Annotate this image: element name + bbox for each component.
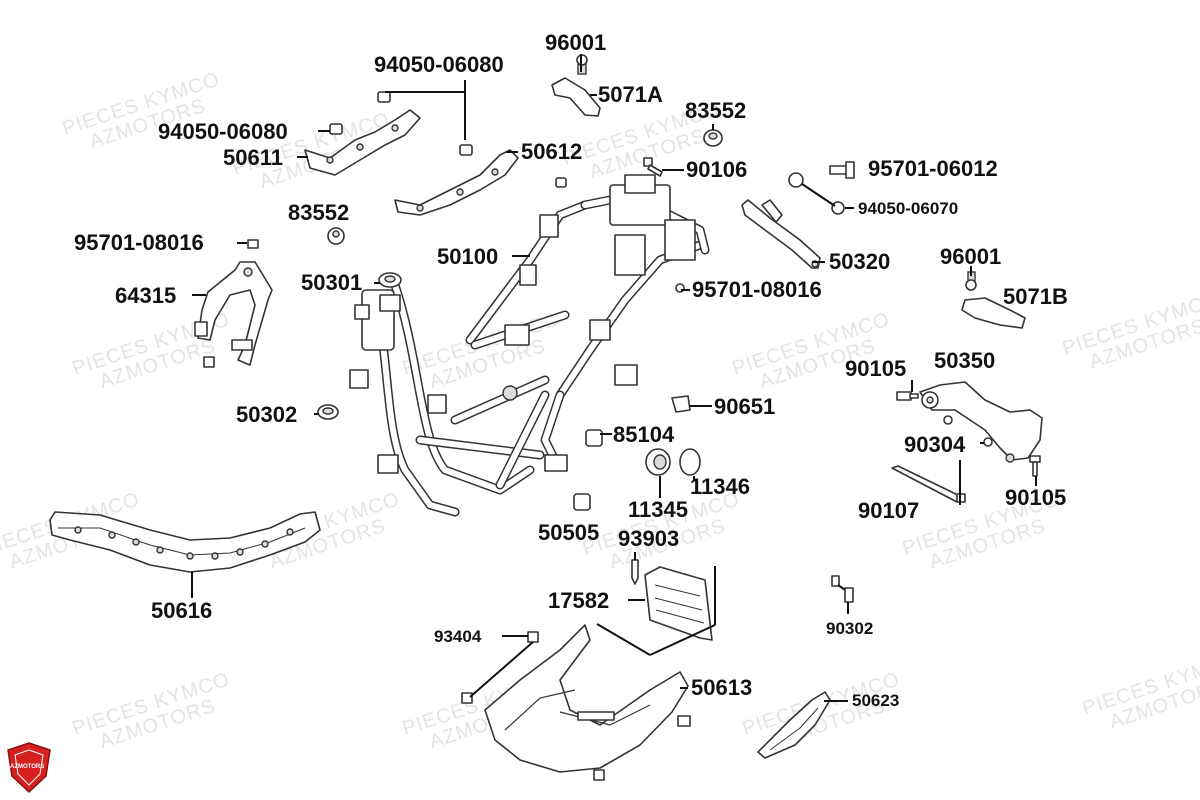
label-93404: 93404 xyxy=(434,627,482,646)
label-5071B: 5071B xyxy=(1003,284,1068,309)
label-50100: 50100 xyxy=(437,244,499,269)
label-50302: 50302 xyxy=(236,402,298,427)
label-95701-08016: 95701-08016 xyxy=(692,277,822,302)
clip-90651 xyxy=(671,395,691,413)
bolt-95701-08016 xyxy=(247,239,259,249)
nut-94050-06070 xyxy=(788,172,804,188)
label-90302: 90302 xyxy=(826,619,874,638)
bolt-90105-top xyxy=(896,391,919,401)
bracket-50611 xyxy=(304,109,421,176)
label-50505: 50505 xyxy=(538,520,600,545)
bracket-64315 xyxy=(194,261,273,368)
nut-90304 xyxy=(943,415,953,425)
part-50505 xyxy=(573,493,591,511)
bolt-90105-bottom xyxy=(1029,455,1041,477)
part-85104 xyxy=(585,429,603,447)
grommet-hole xyxy=(708,132,718,140)
nut-94050-06080 xyxy=(329,123,343,135)
label-83552: 83552 xyxy=(288,200,350,225)
label-64315: 64315 xyxy=(115,283,177,308)
label-50350: 50350 xyxy=(934,348,996,373)
grommet-hole xyxy=(332,230,340,238)
bracket-50320 xyxy=(741,199,821,269)
ring-11346 xyxy=(679,448,701,476)
cover-50613 xyxy=(484,624,691,781)
part-11345-center xyxy=(653,454,667,470)
nut xyxy=(555,177,567,188)
label-50623: 50623 xyxy=(852,691,900,710)
screw-93404 xyxy=(527,631,539,643)
label-50611: 50611 xyxy=(223,145,283,170)
logo-text: AZMOTORS xyxy=(10,764,45,770)
washer-94050-06070 xyxy=(831,201,845,215)
label-90105: 90105 xyxy=(1005,485,1067,510)
label-90304: 90304 xyxy=(904,432,966,457)
label-90651: 90651 xyxy=(714,394,776,419)
main-frame-50100 xyxy=(349,174,710,517)
nut-90304 xyxy=(983,437,993,447)
screw-93903 xyxy=(631,559,639,585)
screw-93404 xyxy=(461,692,473,704)
label-94050-06070: 94050-06070 xyxy=(858,199,959,218)
label-50616: 50616 xyxy=(151,598,213,623)
nut-94050-06080 xyxy=(459,144,473,156)
bushing-hole xyxy=(384,275,396,283)
label-90106: 90106 xyxy=(686,157,748,182)
label-11345: 11345 xyxy=(628,497,688,522)
label-50320: 50320 xyxy=(829,249,891,274)
label-95701-06012: 95701-06012 xyxy=(868,156,998,181)
nut-94050-06080 xyxy=(377,91,391,103)
bracket-50350 xyxy=(919,381,1043,463)
label-11346: 11346 xyxy=(690,474,750,499)
bracket-50612 xyxy=(394,149,519,216)
part-90302 xyxy=(831,575,854,603)
label-94050-06080: 94050-06080 xyxy=(158,119,288,144)
step-5071B xyxy=(961,271,1026,329)
cover-50623 xyxy=(757,691,831,759)
bar-50616 xyxy=(49,511,321,573)
label-50612: 50612 xyxy=(521,139,583,164)
label-95701-08016: 95701-08016 xyxy=(74,230,204,255)
label-93903: 93903 xyxy=(618,526,680,551)
label-83552: 83552 xyxy=(685,98,747,123)
azmotors-logo xyxy=(7,742,51,794)
label-96001: 96001 xyxy=(940,244,1002,269)
label-17582: 17582 xyxy=(548,588,610,613)
label-90107: 90107 xyxy=(858,498,920,523)
bushing-hole xyxy=(322,407,334,415)
label-50613: 50613 xyxy=(691,675,753,700)
bolt-90107 xyxy=(891,465,961,503)
label-96001: 96001 xyxy=(545,30,607,55)
label-90105: 90105 xyxy=(845,356,907,381)
label-50301: 50301 xyxy=(301,270,363,295)
label-94050-06080: 94050-06080 xyxy=(374,52,504,77)
panel-17582 xyxy=(644,566,713,641)
bolt-95701-06012 xyxy=(829,161,855,179)
bolt-90106 xyxy=(643,157,663,177)
label-5071A: 5071A xyxy=(598,82,663,107)
label-85104: 85104 xyxy=(613,422,675,447)
step-5071A xyxy=(551,54,601,117)
leader-lines xyxy=(191,54,1037,702)
